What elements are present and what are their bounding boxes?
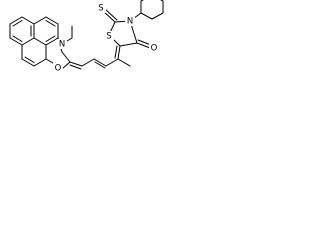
double-bond bbox=[137, 39, 152, 46]
label-background bbox=[149, 43, 159, 53]
bond bbox=[140, 0, 144, 2]
label-background bbox=[57, 39, 67, 49]
bond bbox=[140, 12, 153, 20]
bond bbox=[61, 51, 71, 63]
double-bond-inner bbox=[24, 56, 35, 63]
bond bbox=[93, 58, 107, 67]
bond bbox=[160, 0, 164, 2]
double-bond bbox=[104, 8, 118, 21]
polymethine-chain bbox=[69, 45, 131, 70]
methyl-bond bbox=[117, 58, 131, 67]
atom-labels: N O S S N O bbox=[53, 3, 159, 74]
double-bond-inner bbox=[12, 35, 23, 42]
double-bond bbox=[136, 42, 151, 49]
bond bbox=[105, 58, 119, 67]
bond bbox=[45, 37, 59, 46]
bond bbox=[119, 42, 138, 47]
thioxo-sulfur-label: S bbox=[98, 4, 103, 14]
oxygen-atom-label: O bbox=[55, 64, 62, 74]
double-bond-inner bbox=[45, 20, 56, 27]
bond bbox=[9, 16, 23, 25]
bond bbox=[9, 37, 23, 46]
bond bbox=[81, 58, 95, 67]
oxygen-atom-label: O bbox=[151, 44, 158, 54]
nitrogen-atom-label: N bbox=[127, 17, 133, 27]
bond bbox=[33, 58, 47, 67]
molecule-diagram: N O S S N O bbox=[9, 0, 164, 74]
double-bond-inner bbox=[12, 20, 23, 27]
bond bbox=[21, 58, 35, 67]
bond bbox=[69, 61, 83, 67]
label-background bbox=[104, 31, 114, 41]
label-background bbox=[125, 16, 135, 26]
double-bond-outer bbox=[69, 64, 82, 70]
double-bond-outer bbox=[114, 45, 118, 59]
sulfur-atom-label: S bbox=[106, 32, 111, 42]
bond bbox=[33, 37, 47, 46]
naphthalene-ring-system bbox=[9, 16, 59, 67]
bond bbox=[117, 45, 121, 60]
bond bbox=[45, 16, 59, 25]
double-bond-outer bbox=[94, 61, 106, 69]
bond bbox=[61, 61, 71, 70]
nitrogen-atom-label: N bbox=[59, 40, 65, 50]
label-background bbox=[96, 3, 106, 13]
bond bbox=[33, 16, 47, 25]
bond bbox=[21, 37, 35, 46]
bond bbox=[151, 12, 164, 20]
double-bond-inner bbox=[45, 35, 56, 42]
label-background bbox=[53, 63, 63, 73]
bond bbox=[21, 16, 35, 25]
